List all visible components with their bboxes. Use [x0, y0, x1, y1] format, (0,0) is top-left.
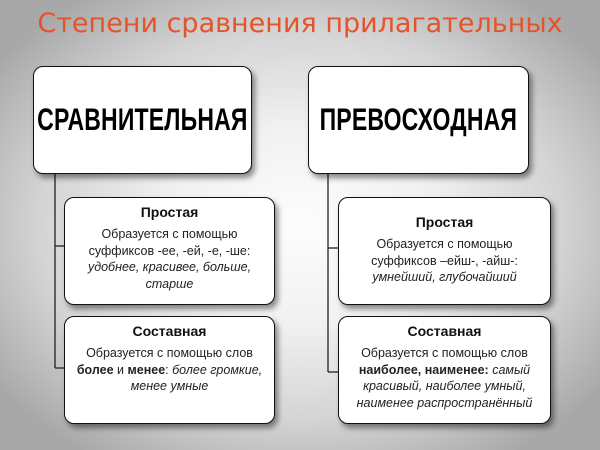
superlative-compound-text: Образуется с помощью слов	[361, 346, 528, 360]
comparative-simple-text: Образуется с помощью суффиксов -ее, -ей,…	[88, 227, 251, 258]
diagram-title: Степени сравнения прилагательных	[37, 8, 563, 39]
comparative-header-box: СРАВНИТЕЛЬНАЯ	[33, 66, 252, 174]
superlative-simple-description: Образуется с помощью суффиксов –ейш-, -а…	[339, 236, 550, 286]
comparative-compound-word1: более	[76, 362, 114, 377]
superlative-compound-description: Образуется с помощью слов наиболее, наим…	[339, 345, 550, 411]
superlative-compound-examples: самый красивый, наиболее умный, наименее…	[356, 362, 533, 410]
superlative-simple-text: Образуется с помощью суффиксов –ейш-, -а…	[371, 237, 518, 268]
superlative-compound-box: Составная Образуется с помощью слов наиб…	[338, 316, 551, 424]
comparative-compound-description: Образуется с помощью слов более и менее:…	[65, 345, 274, 395]
comparative-compound-word2: менее	[127, 362, 166, 377]
comparative-compound-box: Составная Образуется с помощью слов боле…	[64, 316, 275, 424]
comparative-heading: СРАВНИТЕЛЬНАЯ	[37, 101, 248, 137]
comparative-simple-examples: удобнее, красивее, больше, старше	[87, 260, 252, 291]
comparative-compound-text: Образуется с помощью слов	[86, 346, 253, 360]
comparative-simple-description: Образуется с помощью суффиксов -ее, -ей,…	[65, 226, 274, 292]
superlative-compound-label: Составная	[407, 323, 482, 339]
superlative-simple-examples: умнейший, глубочайший	[372, 270, 517, 284]
superlative-compound-words: наиболее, наименее:	[358, 362, 489, 377]
superlative-simple-label: Простая	[415, 214, 474, 230]
superlative-header-box: ПРЕВОСХОДНАЯ	[308, 66, 529, 174]
comparative-compound-colon: :	[165, 362, 173, 377]
superlative-simple-box: Простая Образуется с помощью суффиксов –…	[338, 197, 551, 305]
comparative-compound-examples: более громкие, менее умные	[130, 362, 263, 394]
superlative-heading: ПРЕВОСХОДНАЯ	[319, 101, 518, 137]
comparative-compound-label: Составная	[132, 323, 207, 339]
comparative-simple-label: Простая	[140, 204, 199, 220]
comparative-simple-box: Простая Образуется с помощью суффиксов -…	[64, 197, 275, 305]
comparative-compound-conj: и	[113, 362, 128, 377]
